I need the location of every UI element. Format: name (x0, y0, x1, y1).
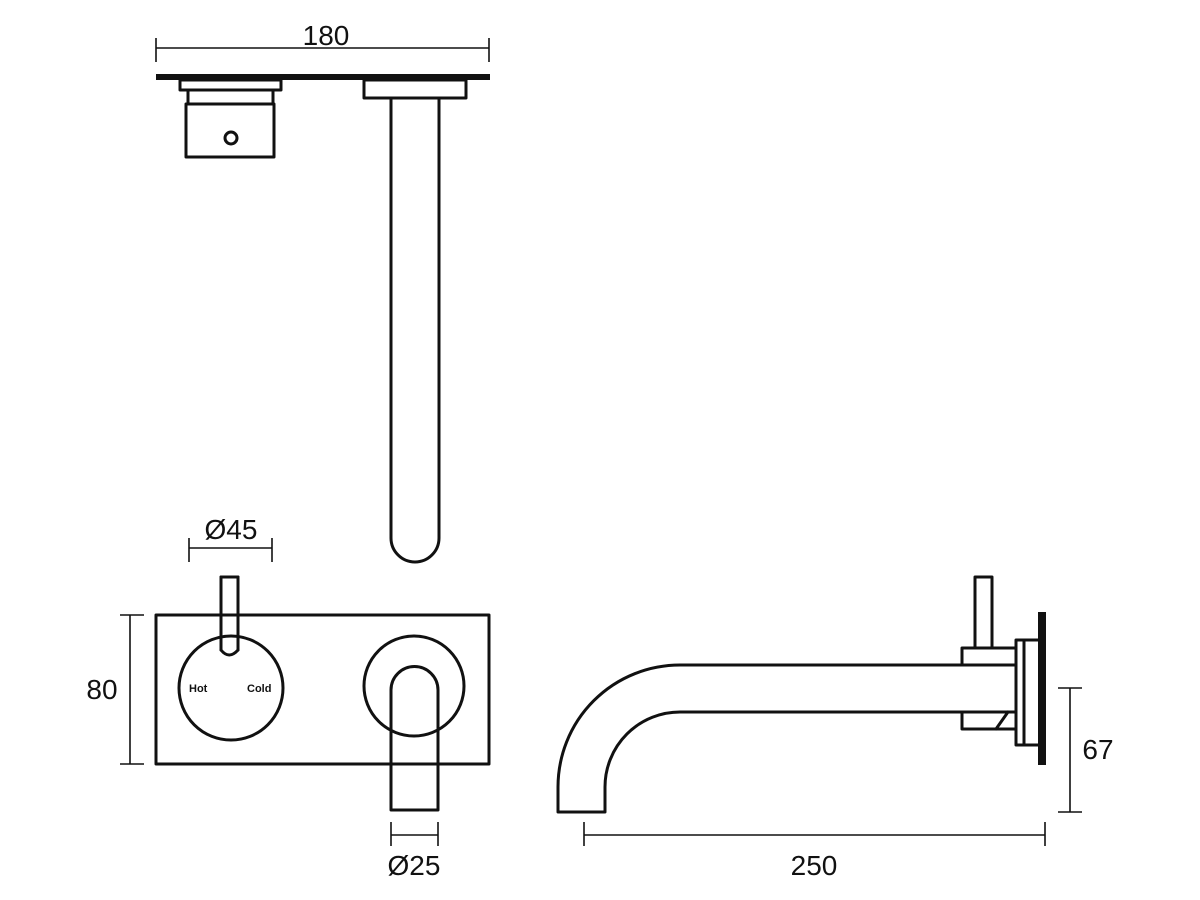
dimension-spout-diameter: Ø25 (388, 822, 441, 881)
front-spout (362, 634, 466, 812)
dimension-plate-height: 80 (86, 614, 144, 765)
front-plate (154, 613, 491, 766)
front-view: Ø45 80 Hot Cold (86, 514, 491, 881)
top-view: 180 (155, 20, 490, 564)
hot-label: Hot (189, 683, 208, 695)
top-spout (362, 78, 468, 564)
side-view: 67 250 (556, 575, 1114, 881)
front-handle: Hot Cold (177, 575, 285, 742)
dimension-top-width-label: 180 (303, 20, 350, 51)
dimension-spout-height-label: 67 (1082, 734, 1113, 765)
dimension-spout-length-label: 250 (791, 850, 838, 881)
side-spout (556, 663, 964, 814)
dimension-handle-diameter-label: Ø45 (205, 514, 258, 545)
dimension-handle-diameter: Ø45 (188, 514, 273, 562)
side-mixer-body (960, 575, 1026, 747)
dimension-spout-height: 67 (1058, 687, 1114, 813)
dimension-top-width: 180 (155, 20, 490, 62)
dimension-spout-length: 250 (583, 822, 1046, 881)
dimension-plate-height-label: 80 (86, 674, 117, 705)
side-wall-plate (1038, 612, 1046, 765)
dimension-spout-diameter-label: Ø25 (388, 850, 441, 881)
top-backplate (156, 74, 490, 80)
cold-label: Cold (247, 683, 271, 695)
top-mixer-body (178, 78, 283, 159)
